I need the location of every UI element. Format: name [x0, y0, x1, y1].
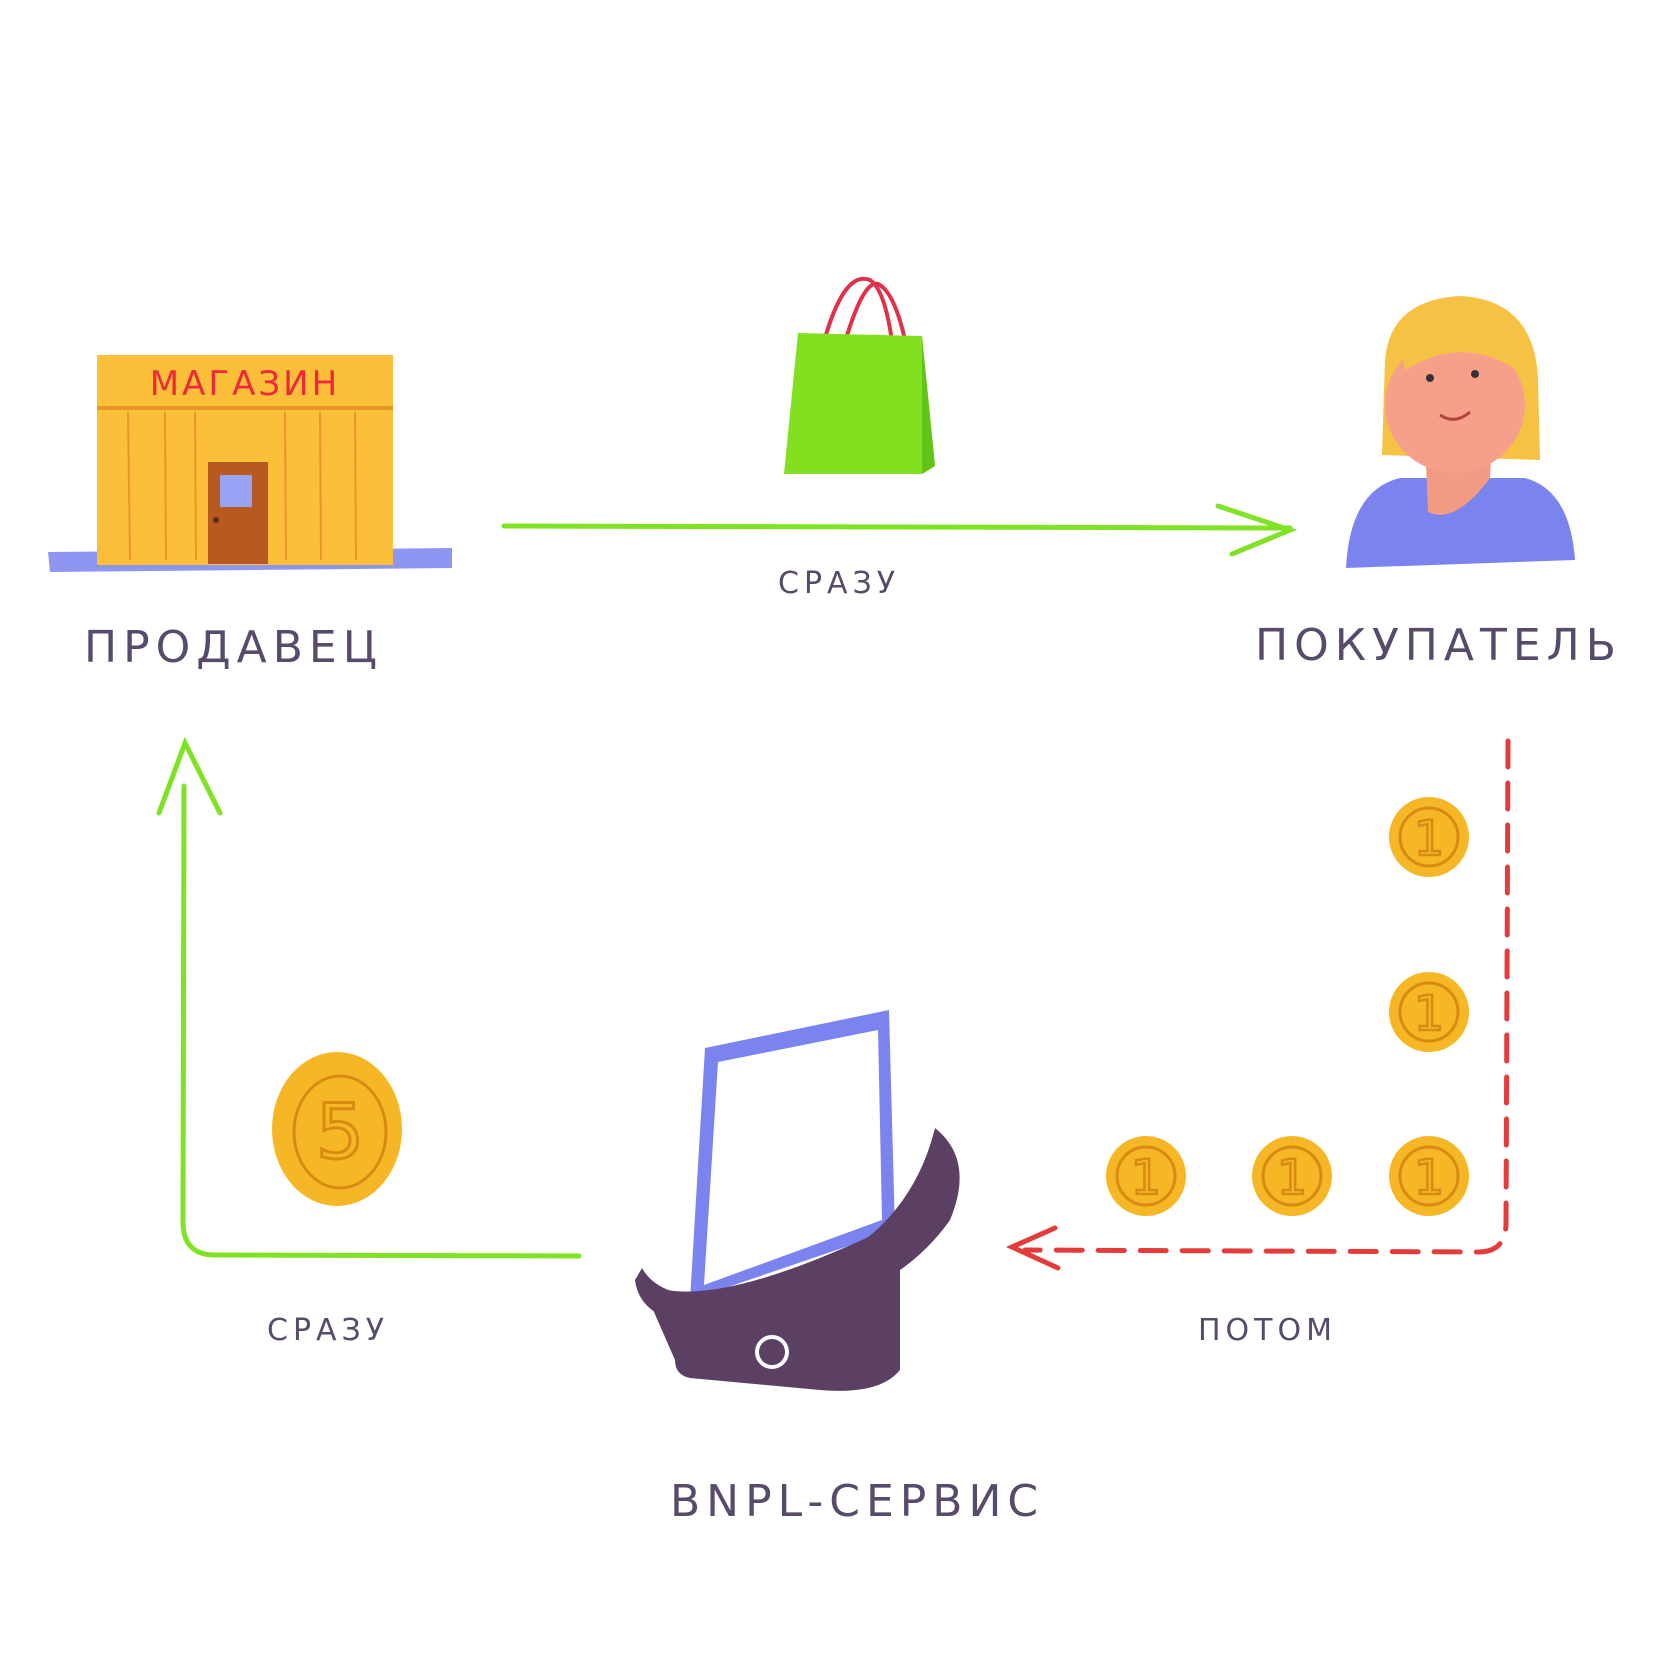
bnpl-phone-icon — [635, 1010, 960, 1391]
coin-1-icon: 1 — [1389, 797, 1469, 877]
arrow-buyer-to-service — [1005, 738, 1511, 1271]
arrow-seller-to-buyer — [501, 503, 1298, 557]
arrow-service-to-seller — [156, 736, 582, 1259]
coin-1-value: 1 — [1277, 1150, 1308, 1206]
buyer-label: ПОКУПАТЕЛЬ — [1255, 620, 1622, 671]
shopping-bag-icon — [784, 276, 935, 474]
edge-label-immediately-left: СРАЗУ — [267, 1313, 390, 1348]
coins-1-group: 1 1 1 1 1 — [1106, 797, 1469, 1216]
coin-5-value: 5 — [316, 1087, 364, 1176]
coin-5-icon: 5 — [272, 1052, 402, 1206]
coin-1-value: 1 — [1414, 986, 1445, 1042]
coin-1-icon: 1 — [1252, 1136, 1332, 1216]
shop-sign: МАГАЗИН — [150, 364, 340, 404]
edge-label-later: ПОТОМ — [1198, 1313, 1337, 1348]
coin-1-value: 1 — [1131, 1150, 1162, 1206]
coin-1-value: 1 — [1414, 811, 1445, 867]
coin-1-value: 1 — [1414, 1150, 1445, 1206]
edge-label-immediately-top: СРАЗУ — [778, 566, 901, 601]
coin-1-icon: 1 — [1106, 1136, 1186, 1216]
shop-icon: МАГАЗИН — [48, 355, 452, 572]
coin-1-icon: 1 — [1389, 972, 1469, 1052]
buyer-avatar-icon — [1346, 296, 1575, 568]
coin-1-icon: 1 — [1389, 1136, 1469, 1216]
service-label: BNPL-СЕРВИС — [670, 1476, 1045, 1527]
seller-label: ПРОДАВЕЦ — [84, 622, 383, 673]
